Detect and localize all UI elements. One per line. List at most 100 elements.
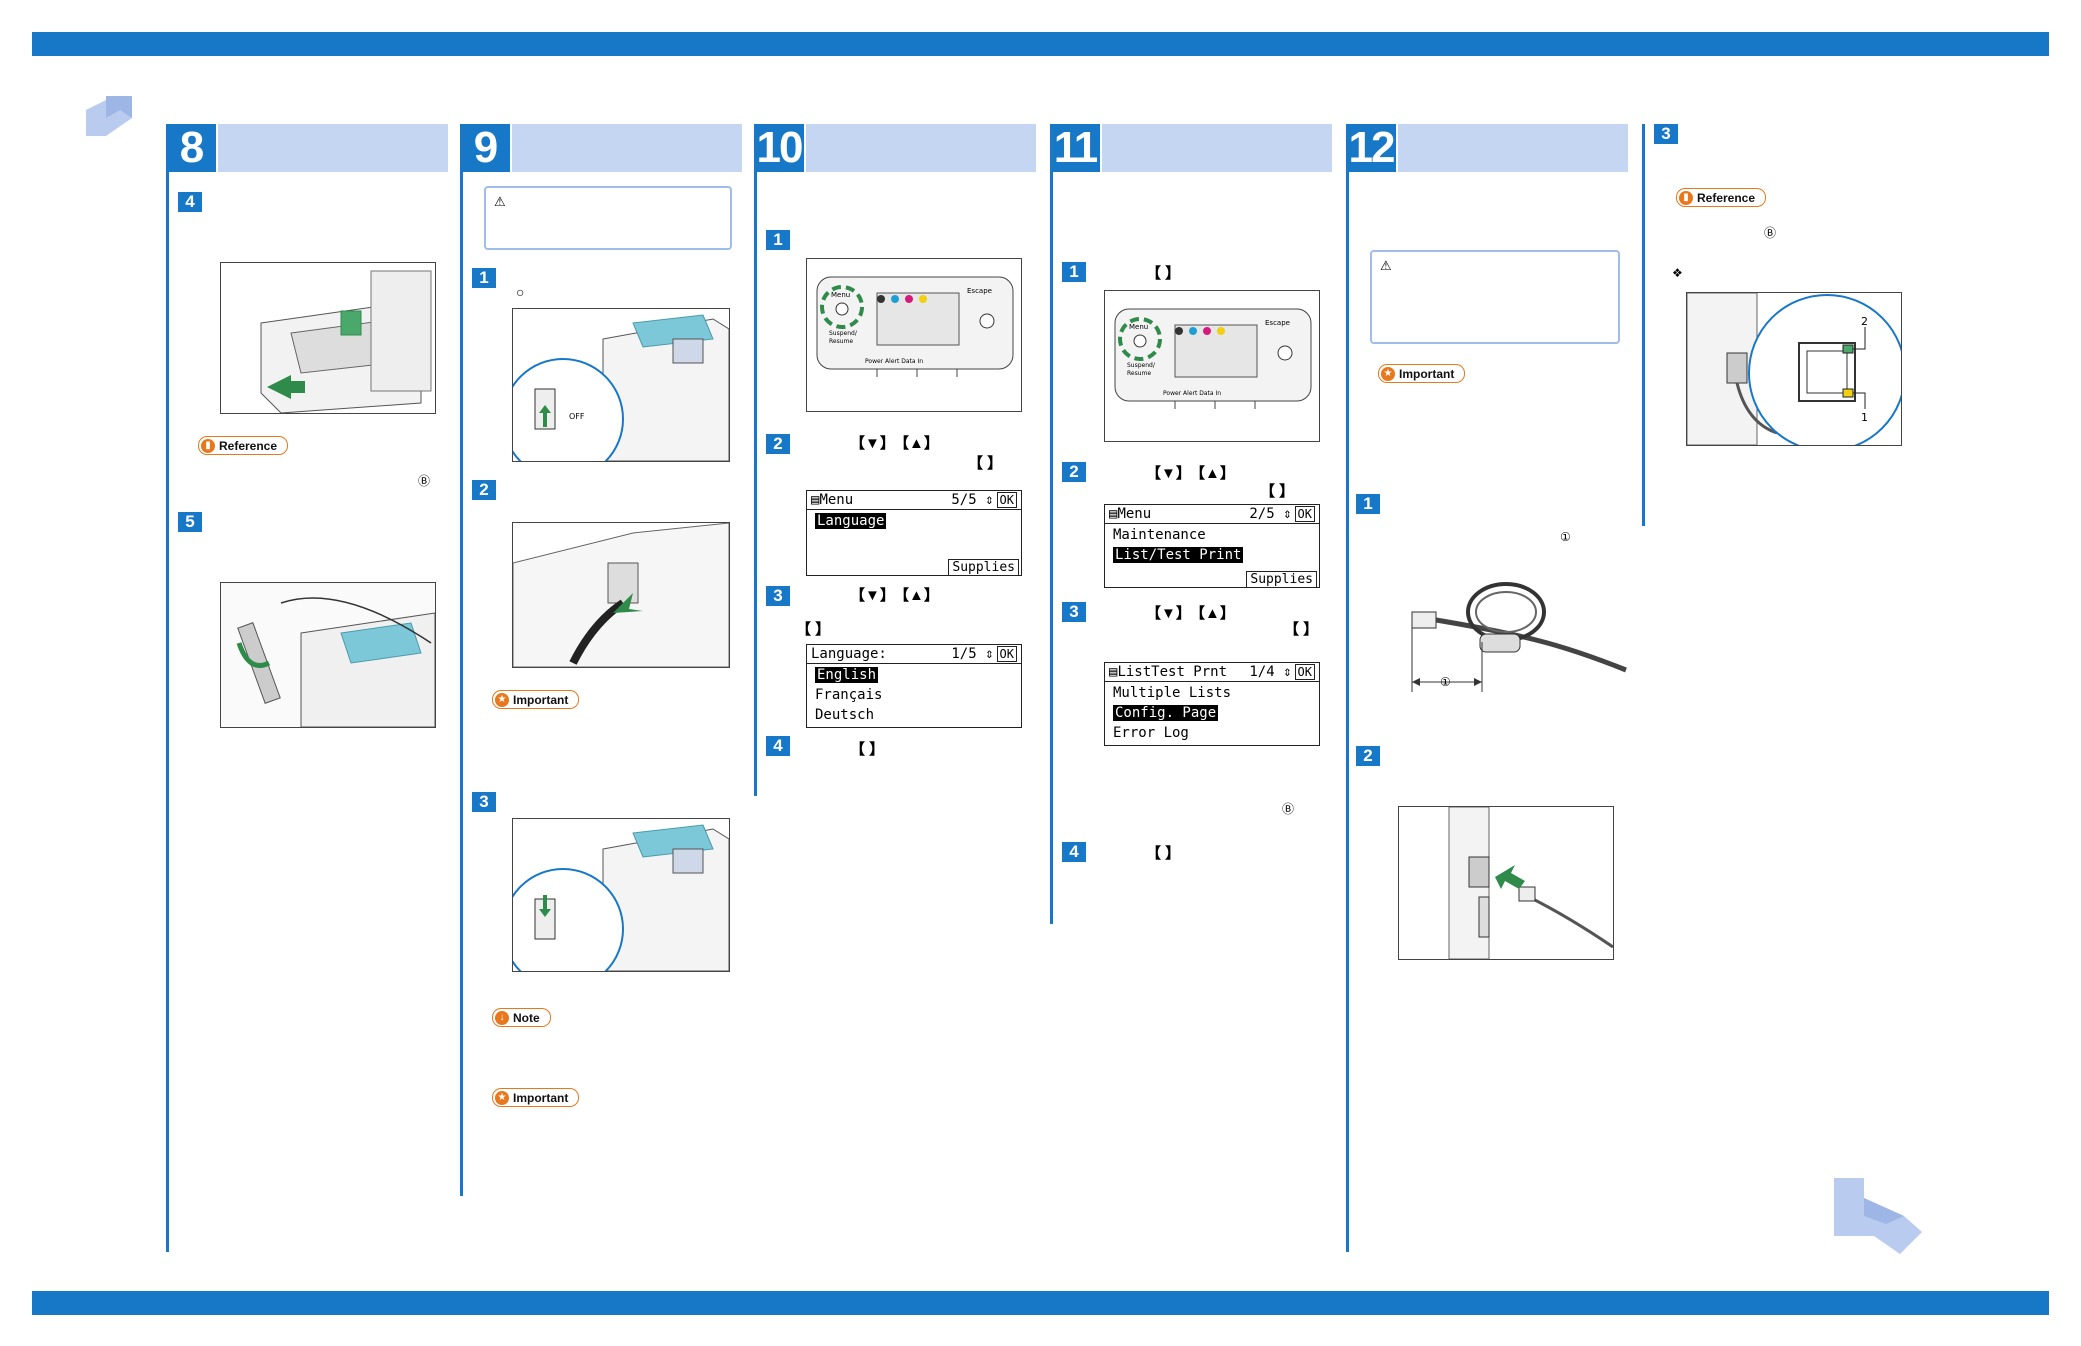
section-11-number: 11	[1050, 123, 1100, 172]
lcd-item-francais: Français	[815, 687, 883, 703]
control-panel-illustration-2: Menu Escape Suspend/ Resume Power Alert …	[1104, 290, 1320, 442]
section-11-band	[1102, 124, 1332, 172]
circle-b-mark: Ⓑ	[1764, 226, 1777, 240]
next-arrow-icon	[1834, 1178, 1922, 1254]
ferrite-core-illustration: ①	[1400, 572, 1628, 712]
top-bar	[32, 32, 2049, 56]
step-5-badge: 5	[178, 512, 202, 532]
column-line-10	[754, 124, 757, 796]
step-4-badge: 4	[1062, 842, 1086, 862]
step-4-badge: 4	[766, 736, 790, 756]
section-10-band	[806, 124, 1036, 172]
important-icon: ★	[495, 1090, 509, 1105]
lcd-item-error-log: Error Log	[1113, 725, 1189, 741]
step-2-badge: 2	[1356, 746, 1380, 766]
circle-one-mark: ①	[1560, 530, 1571, 544]
lcd-supplies-softkey: Supplies	[948, 559, 1019, 575]
lcd-item-language: Language	[815, 513, 887, 529]
circle-b-mark: Ⓑ	[418, 474, 431, 488]
circle-b-mark: Ⓑ	[1282, 802, 1295, 816]
lcd-item-config-page: Config. Page	[1113, 705, 1219, 721]
key-bracket: 【 】	[1146, 265, 1181, 282]
step-1-badge: 1	[1062, 262, 1086, 282]
printer-cover-illustration	[220, 582, 436, 728]
key-down: 【▼】	[1146, 605, 1191, 622]
column-line-13	[1642, 124, 1645, 526]
lcd-updown-icon: ⇕	[1283, 664, 1292, 680]
paper-tray-illustration	[220, 262, 436, 414]
key-up: 【▲】	[894, 435, 939, 452]
section-9-band	[512, 124, 742, 172]
key-down: 【▼】	[850, 587, 895, 604]
lcd-menu-screen-2: ▤Menu 2/5 ⇕OK Maintenance List/Test Prin…	[1104, 504, 1320, 588]
step-3-badge: 3	[766, 586, 790, 606]
step-3-badge: 3	[472, 792, 496, 812]
step-1-badge: 1	[472, 268, 496, 288]
lcd-item-multiple-lists: Multiple Lists	[1113, 685, 1232, 701]
svg-text:Suspend/: Suspend/	[1127, 362, 1156, 369]
key-bracket: 【 】	[1146, 845, 1181, 862]
note-badge: ↓Note	[492, 1008, 551, 1027]
note-icon: ↓	[495, 1010, 509, 1025]
lcd-updown-icon: ⇕	[985, 492, 994, 508]
control-panel-illustration-1: Menu Escape Suspend/ Resume Power Alert …	[806, 258, 1022, 412]
column-line-9	[460, 124, 463, 1196]
key-bracket: 【 】	[1284, 621, 1319, 638]
key-down: 【▼】	[1146, 465, 1191, 482]
svg-text:Power Alert Data In: Power Alert Data In	[865, 358, 923, 365]
lcd-menu-screen: ▤Menu 5/5 ⇕OK Language Supplies	[806, 490, 1022, 576]
power-cord-illustration	[512, 522, 730, 668]
reference-icon: ▮	[1679, 190, 1693, 205]
section-9-number: 9	[460, 123, 510, 172]
svg-text:Escape: Escape	[967, 287, 992, 295]
lcd-updown-icon: ⇕	[985, 646, 994, 662]
step-3-badge: 3	[1654, 124, 1678, 144]
power-symbol: ○	[516, 284, 525, 300]
link-led-illustration: 2 1	[1686, 292, 1902, 446]
key-down: 【▼】	[850, 435, 895, 452]
reference-badge-2: ▮Reference	[1676, 188, 1767, 207]
back-arrow-icon	[86, 96, 132, 136]
lcd-item-english: English	[815, 667, 879, 683]
section-12-band	[1398, 124, 1628, 172]
reference-icon: ▮	[201, 438, 215, 453]
step-4-badge: 4	[178, 192, 202, 212]
lcd-updown-icon: ⇕	[1283, 506, 1292, 522]
warning-icon: ⚠	[1380, 258, 1392, 273]
power-switch-illustration: OFF	[512, 308, 730, 462]
lcd-item-maintenance: Maintenance	[1113, 527, 1206, 543]
important-badge-2: ★Important	[492, 1088, 580, 1107]
lcd-language-screen: Language: 1/5 ⇕OK English Français Deuts…	[806, 644, 1022, 728]
step-1-badge: 1	[766, 230, 790, 250]
caution-box: ⚠	[1370, 250, 1620, 344]
key-up: 【▲】	[1190, 605, 1235, 622]
svg-text:Escape: Escape	[1265, 319, 1290, 327]
panel-menu-label: Menu	[831, 291, 850, 299]
power-on-illustration	[512, 818, 730, 972]
important-badge-3: ★Important	[1378, 364, 1466, 383]
lcd-menu-icon: ▤	[1109, 664, 1118, 680]
off-label: OFF	[569, 412, 585, 421]
svg-text:Resume: Resume	[829, 338, 853, 345]
svg-text:Menu: Menu	[1129, 323, 1148, 331]
important-icon: ★	[495, 692, 509, 707]
svg-text:Suspend/: Suspend/	[829, 330, 858, 337]
diamond-bullet: ❖	[1672, 266, 1683, 280]
lcd-item-list-test-print: List/Test Print	[1113, 547, 1244, 563]
ethernet-port-illustration	[1398, 806, 1614, 960]
warning-icon: ⚠	[494, 194, 506, 209]
key-bracket: 【 】	[968, 455, 1003, 472]
step-3-badge: 3	[1062, 602, 1086, 622]
svg-text:Power Alert Data In: Power Alert Data In	[1163, 390, 1221, 397]
lcd-listtest-screen: ▤ListTest Prnt 1/4 ⇕OK Multiple Lists Co…	[1104, 662, 1320, 746]
section-8-band	[218, 124, 448, 172]
key-up: 【▲】	[894, 587, 939, 604]
reference-badge: ▮Reference	[198, 436, 289, 455]
key-up: 【▲】	[1190, 465, 1235, 482]
column-line-12	[1346, 124, 1349, 1252]
dimension-one-label: ①	[1440, 675, 1451, 689]
section-8-number: 8	[166, 123, 216, 172]
lcd-item-deutsch: Deutsch	[815, 707, 875, 723]
lcd-menu-icon: ▤	[1109, 506, 1118, 522]
section-12-number: 12	[1346, 123, 1396, 172]
